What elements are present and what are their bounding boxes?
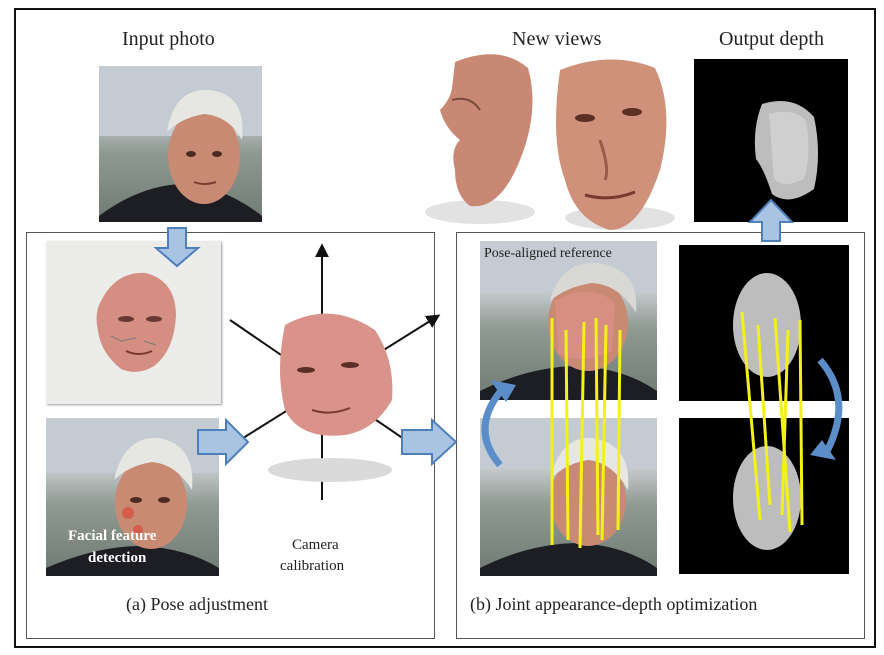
estimated-depth-map: [679, 418, 849, 574]
camera-calibration-label-line1: Camera: [292, 537, 339, 554]
pose-adjustment-caption: (a) Pose adjustment: [126, 594, 268, 615]
camera-calibration-label-line2: calibration: [280, 558, 344, 575]
input-photo-frontal: [480, 418, 657, 576]
facial-feature-label-line1: Facial feature: [68, 528, 156, 545]
joint-optimization-caption: (b) Joint appearance-depth optimization: [470, 594, 757, 615]
pose-aligned-reference-label: Pose-aligned reference: [484, 246, 612, 262]
facial-feature-label-line2: detection: [88, 550, 146, 567]
input-photo: [99, 66, 262, 222]
output-depth-map: [694, 59, 848, 222]
output-depth-label: Output depth: [719, 28, 824, 51]
new-views-label: New views: [512, 28, 601, 51]
face-model-render: [46, 241, 221, 404]
pose-aligned-reference-photo: [480, 241, 657, 400]
input-photo-label: Input photo: [122, 28, 215, 51]
reference-depth-map: [679, 245, 849, 401]
